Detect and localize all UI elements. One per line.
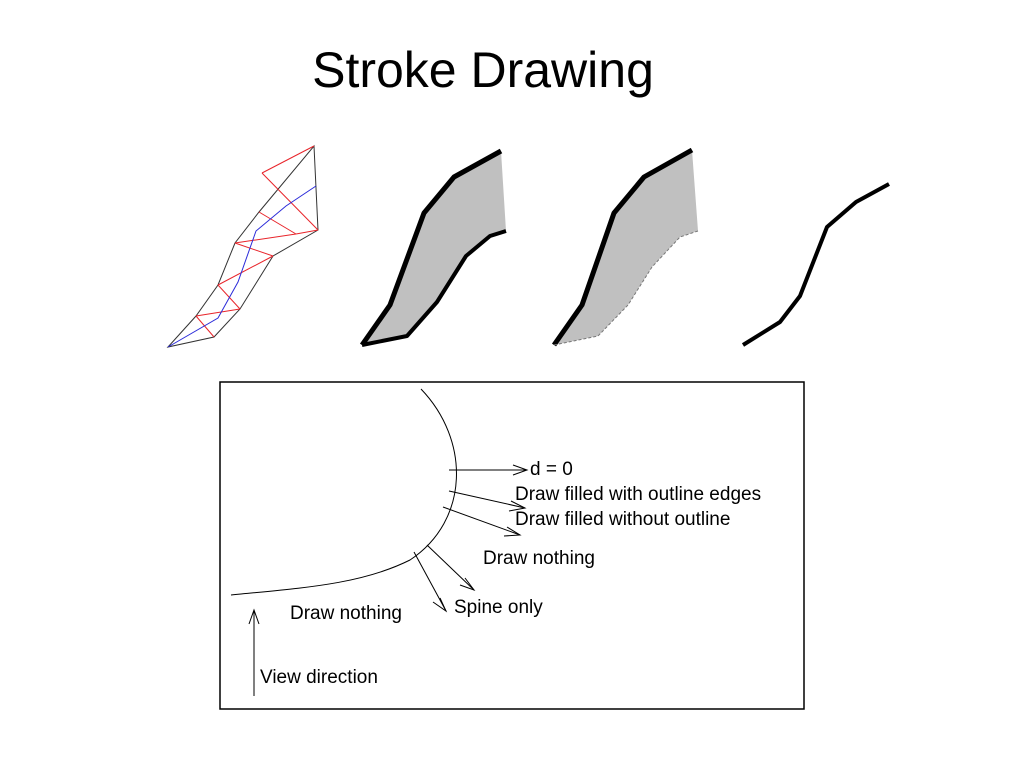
- page-title: Stroke Drawing: [312, 42, 654, 98]
- outer-outline-edge: [359, 148, 503, 347]
- inner-outline-edge: [361, 229, 507, 347]
- filled-without-outline-panel: [551, 147, 699, 347]
- label-draw-nothing-upper: Draw nothing: [483, 548, 595, 569]
- normal-arrows: [248, 464, 529, 696]
- outer-outline-edge: [551, 147, 694, 347]
- arrow-filled-no-outline: [442, 506, 522, 537]
- dashed-inner-edge: [553, 230, 699, 346]
- diagram-frame: [219, 381, 805, 710]
- filled-with-outline-panel: [359, 148, 507, 347]
- label-draw-filled-with-outline: Draw filled with outline edges: [515, 484, 762, 505]
- label-view-direction: View direction: [260, 667, 378, 688]
- label-spine-only: Spine only: [454, 597, 543, 618]
- arrow-d0: [449, 464, 529, 476]
- arrow-spine-b: [413, 551, 448, 613]
- arrow-spine-a: [426, 544, 476, 592]
- triangulated-stroke-panel: [166, 144, 319, 348]
- mesh-spine: [167, 185, 317, 348]
- view-direction-arrow: [248, 608, 260, 696]
- silhouette-curve: [230, 388, 457, 596]
- stroke-fill: [554, 150, 698, 345]
- arrow-filled-outline: [448, 490, 527, 512]
- spine-line: [741, 182, 890, 347]
- mesh-triangle-edges: [195, 145, 319, 338]
- label-draw-filled-without-outline: Draw filled without outline: [515, 509, 731, 530]
- mesh-outline: [166, 144, 319, 348]
- label-draw-nothing-lower: Draw nothing: [290, 603, 402, 624]
- stroke-fill: [362, 151, 506, 345]
- spine-only-panel: [741, 182, 890, 347]
- label-d-equals-zero: d = 0: [530, 459, 573, 480]
